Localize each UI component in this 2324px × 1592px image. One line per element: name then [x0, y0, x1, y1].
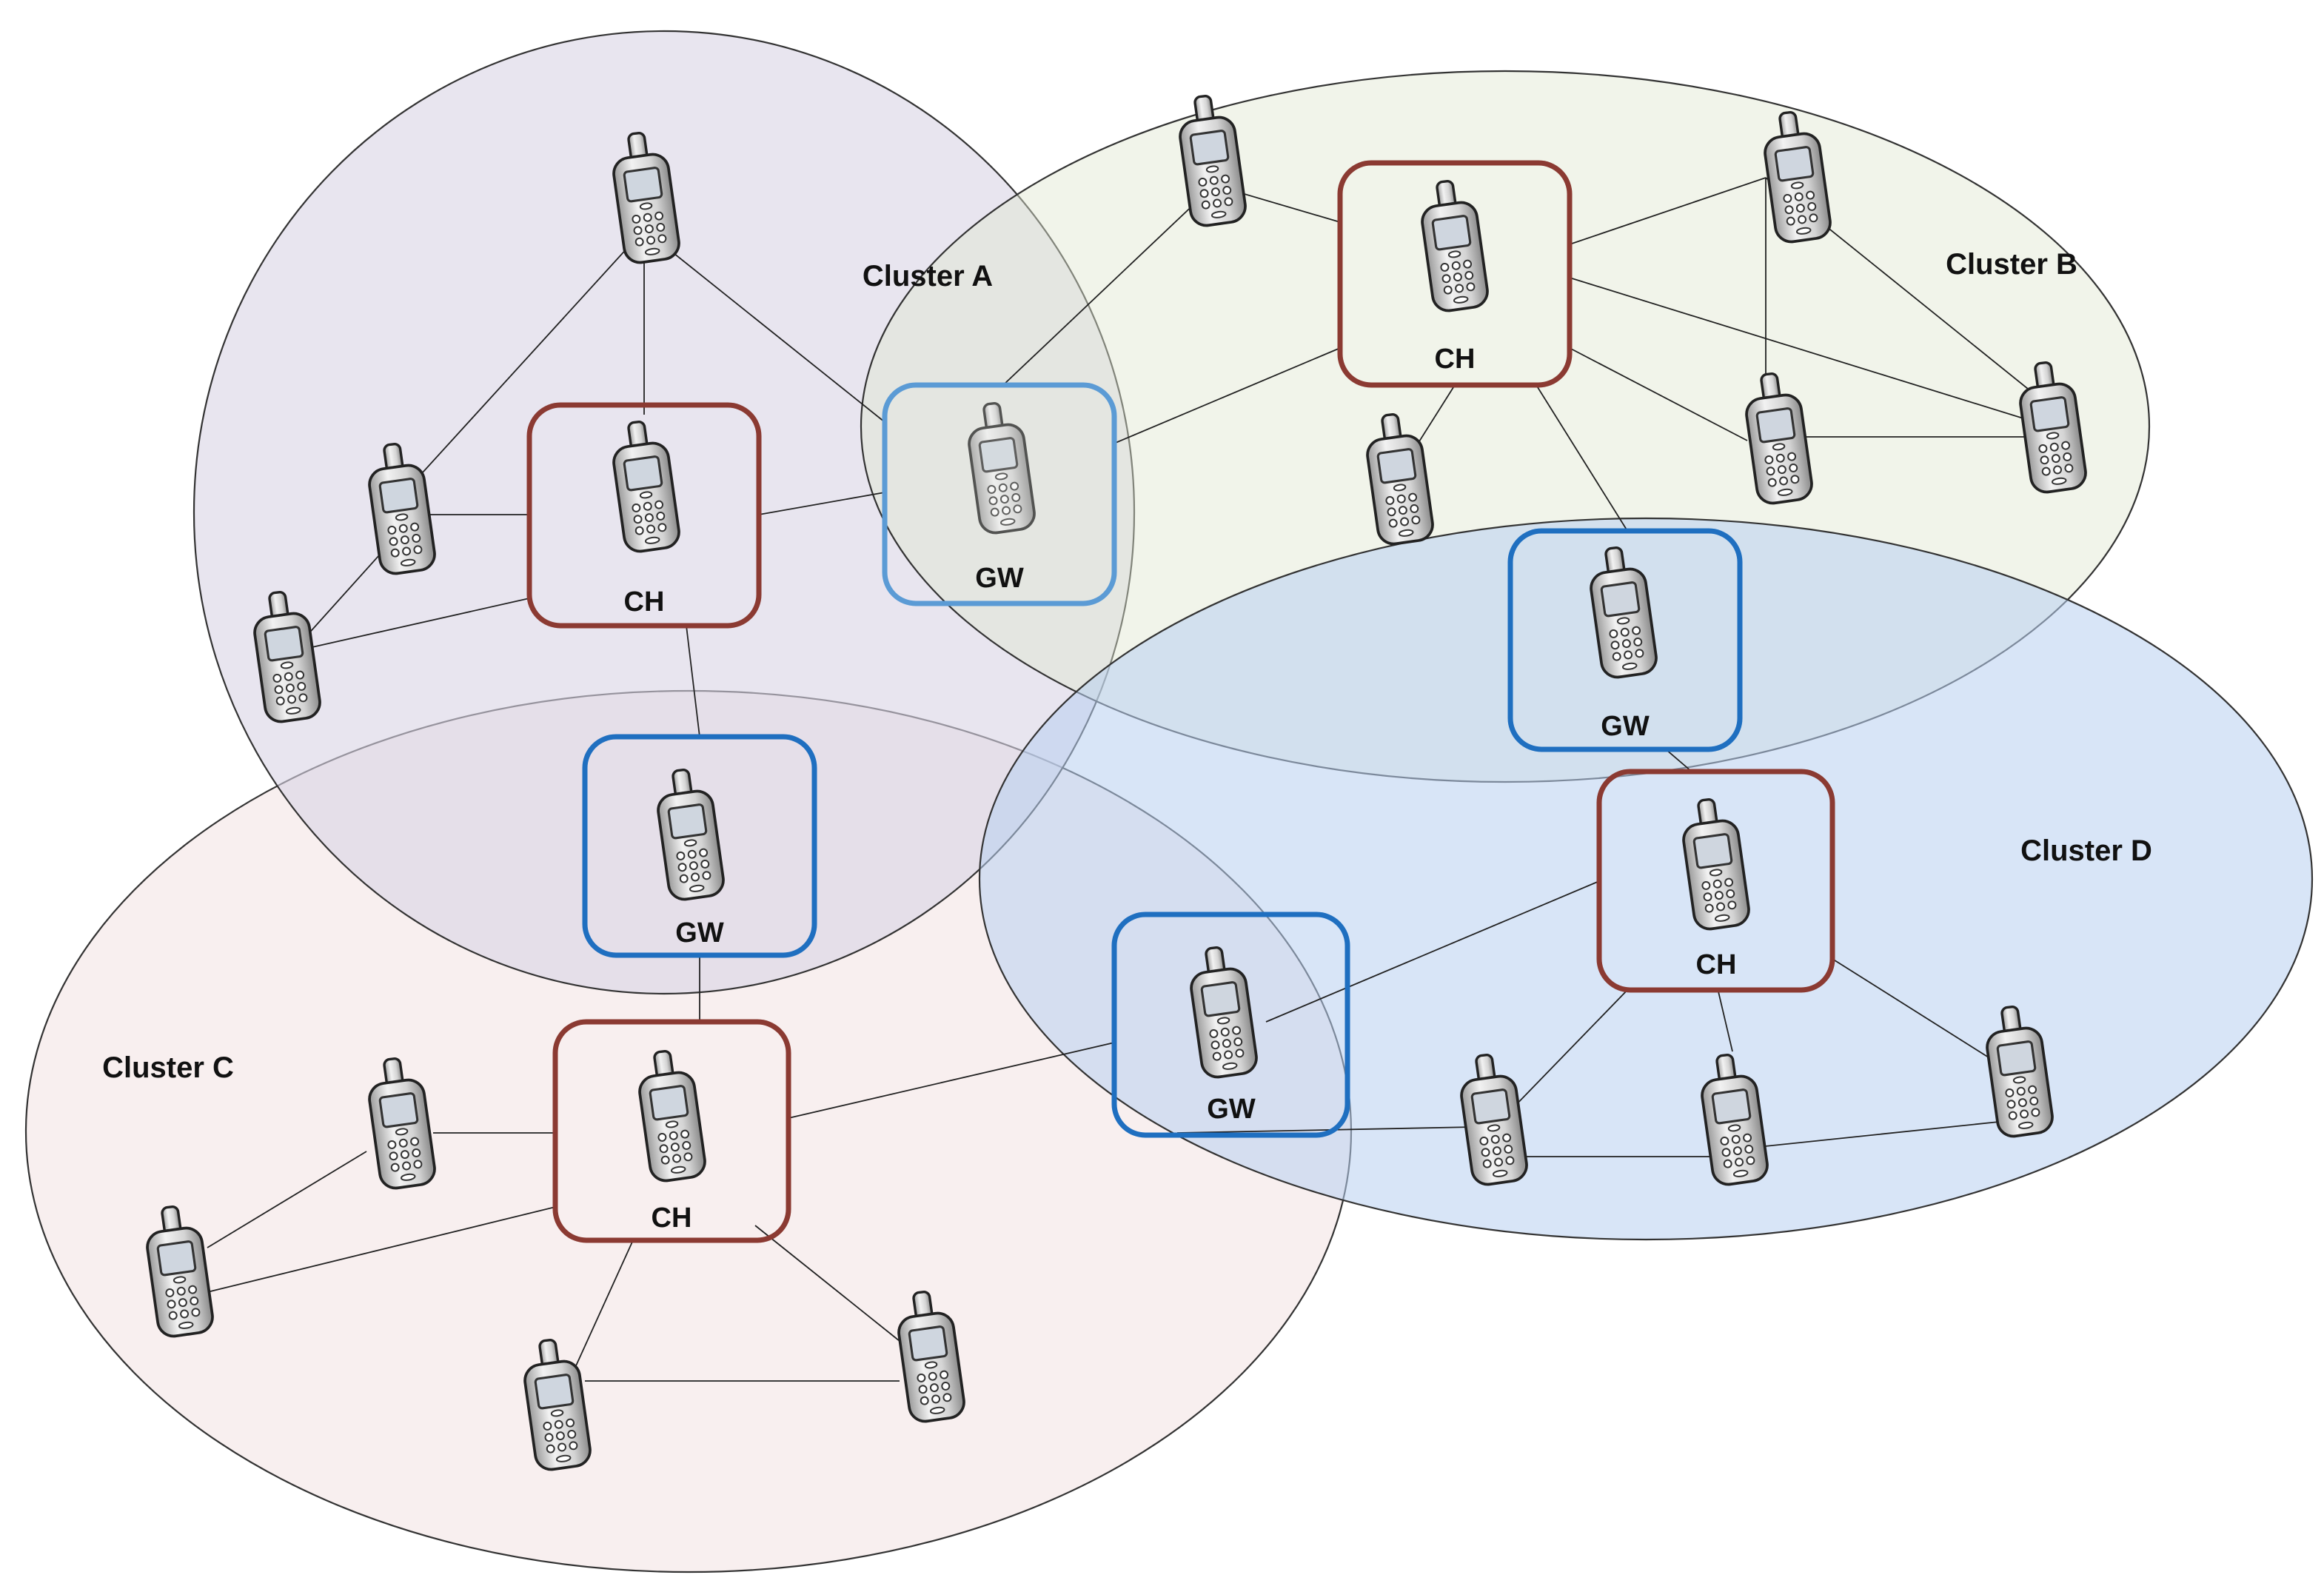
- cluster-head-box: [526, 402, 762, 629]
- cluster-d-label: Cluster D: [2020, 835, 2152, 867]
- link: [1750, 1121, 2000, 1148]
- cluster-head-box: [552, 1019, 791, 1243]
- cluster-a-label: Cluster A: [863, 260, 993, 292]
- link: [1176, 1126, 1474, 1134]
- gateway-label: GW: [1601, 711, 1650, 742]
- gateway-box: [882, 382, 1117, 606]
- link: [569, 1240, 634, 1379]
- link: [686, 625, 700, 738]
- link: [1832, 958, 2003, 1067]
- link: [292, 598, 530, 652]
- gateway-label: GW: [675, 917, 724, 949]
- gateway-label: GW: [1207, 1094, 1256, 1125]
- gateway-box: [1507, 528, 1743, 752]
- gateway-label: GW: [975, 563, 1024, 594]
- link: [207, 1151, 367, 1248]
- links: [207, 177, 2052, 1382]
- node-boxes: [526, 160, 1835, 1243]
- cluster-head-box: [1596, 769, 1835, 993]
- gateway-box: [582, 734, 817, 958]
- link: [1665, 749, 1692, 772]
- link: [754, 1225, 904, 1345]
- link: [1717, 988, 1733, 1052]
- link: [1111, 347, 1341, 445]
- link: [758, 492, 885, 515]
- cluster-labels: Cluster A Cluster B Cluster C Cluster D: [102, 248, 2152, 1084]
- link: [1569, 277, 2048, 427]
- link: [1002, 184, 1215, 386]
- cluster-head-label: CH: [624, 586, 665, 618]
- link: [1569, 177, 1767, 245]
- cluster-head-label: CH: [652, 1203, 692, 1234]
- cluster-d-region: [978, 517, 2314, 1241]
- role-labels: CH GW CH GW CH GW GW CH: [624, 344, 1737, 1234]
- link: [207, 1206, 556, 1293]
- link: [1510, 988, 1630, 1111]
- link: [643, 229, 885, 423]
- cluster-b-label: Cluster B: [1946, 248, 2077, 281]
- cluster-c-label: Cluster C: [102, 1051, 234, 1084]
- link: [1265, 880, 1600, 1023]
- cluster-head-label: CH: [1696, 949, 1737, 980]
- cluster-head-box: [1337, 160, 1573, 388]
- gateway-box: [1111, 912, 1350, 1138]
- link: [1536, 384, 1630, 534]
- cluster-head-label: CH: [1435, 344, 1476, 375]
- link: [1569, 347, 1748, 441]
- link: [414, 229, 645, 482]
- link: [788, 1042, 1115, 1119]
